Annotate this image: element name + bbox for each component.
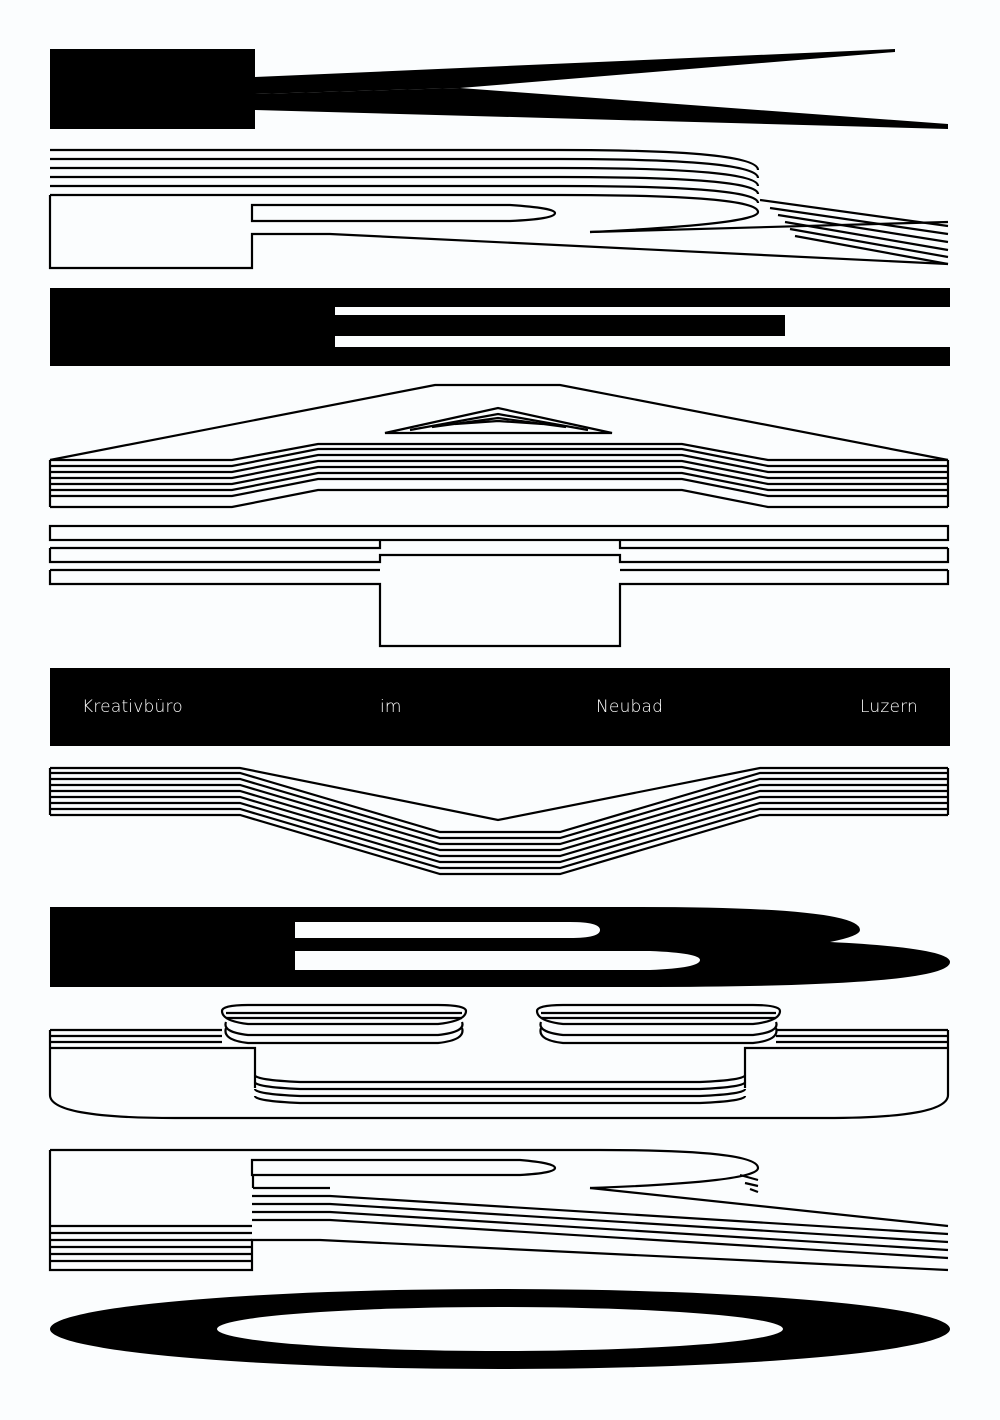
tagline-word-kreativburo: Kreativbüro (82, 697, 183, 717)
tagline-word-neubad: Neubad (596, 697, 664, 717)
letter-k (50, 49, 948, 129)
letter-o (50, 1289, 950, 1369)
tagline-word-im: im (380, 697, 402, 717)
letter-r-lower (48, 1148, 949, 1272)
letter-b (50, 907, 950, 987)
letter-v (48, 766, 950, 876)
letter-a (48, 383, 950, 509)
letter-u-umlaut (48, 1003, 950, 1120)
tagline-bar: Kreativbüro im Neubad Luzern (50, 668, 950, 746)
tagline-word-luzern: Luzern (860, 697, 918, 717)
letter-t (48, 524, 950, 648)
letter-r-upper (48, 148, 949, 270)
letter-e (50, 288, 950, 366)
